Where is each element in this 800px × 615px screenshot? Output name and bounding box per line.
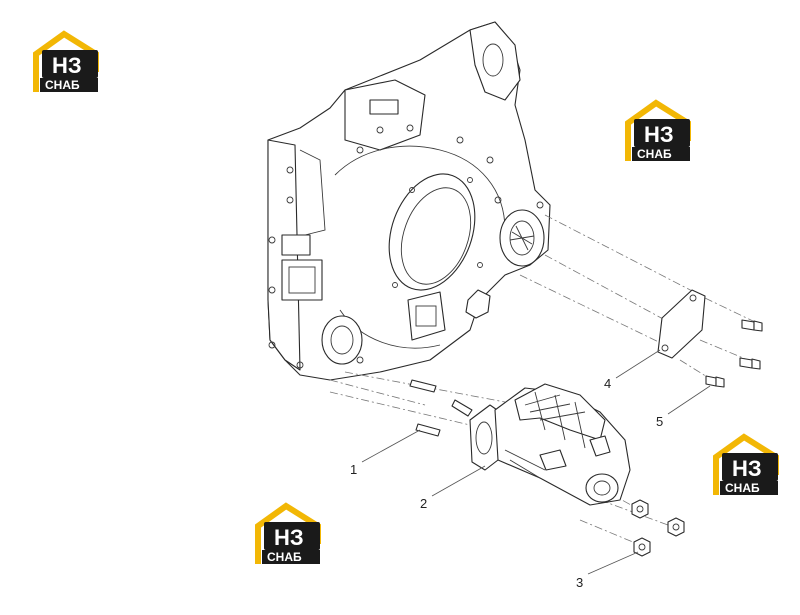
logo-mark: НЗ [732,456,762,481]
brand-logo-top-right: НЗ СНАБ [628,103,690,161]
logo-word: СНАБ [267,550,302,564]
cover-plate [657,289,706,359]
assembly-lines [329,214,756,546]
logo-mark: НЗ [274,525,304,550]
callout-3: 3 [576,575,583,590]
logo-word: СНАБ [637,147,672,161]
logo-mark: НЗ [52,53,82,78]
brand-logo-bottom-left: НЗ СНАБ [258,506,320,564]
logo-word: СНАБ [725,481,760,495]
nuts [631,499,685,557]
cover-bolts [705,319,763,388]
brand-logo-top-left: НЗ СНАБ [36,34,98,92]
callout-2: 2 [420,496,427,511]
logo-mark: НЗ [644,122,674,147]
callout-1: 1 [350,462,357,477]
callout-5: 5 [656,414,663,429]
callout-4: 4 [604,376,611,391]
leader-lines [361,349,711,575]
flywheel-housing [267,21,551,381]
logo-word: СНАБ [45,78,80,92]
studs [409,379,473,437]
starter-motor [469,383,631,506]
brand-logo-bottom-right: НЗ СНАБ [716,437,778,495]
